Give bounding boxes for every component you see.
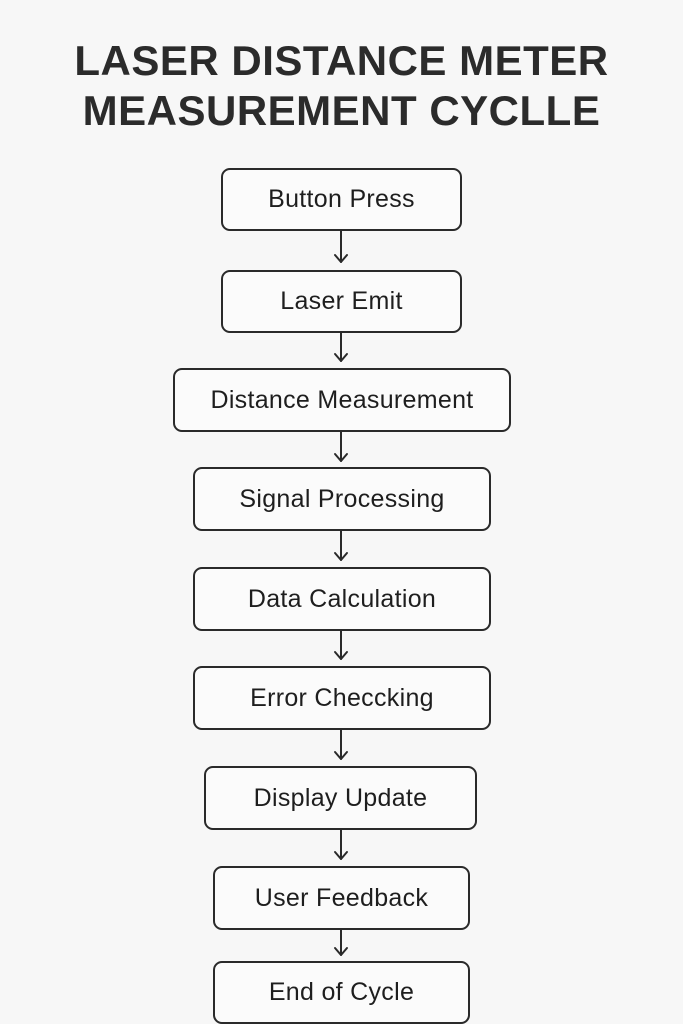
step-label: Button Press xyxy=(268,185,415,213)
step-label: Distance Measurement xyxy=(210,385,474,414)
diagram-title: LASER DISTANCE METER MEASUREMENT CYCLLE xyxy=(0,36,683,136)
step-label: End of Cycle xyxy=(268,978,415,1006)
arrow-4 xyxy=(334,530,348,561)
arrow-8 xyxy=(334,929,348,956)
step-label: Display Update xyxy=(253,783,428,812)
step-label: Data Calculation xyxy=(247,584,437,613)
step-distance-measurement: Distance Measurement xyxy=(173,368,511,432)
title-line-2: MEASUREMENT CYCLLE xyxy=(82,87,601,134)
step-button-press: Button Press xyxy=(221,168,462,231)
step-display-update: Display Update xyxy=(204,766,477,830)
arrow-7 xyxy=(334,829,348,860)
arrow-3 xyxy=(334,431,348,462)
step-label: Laser Emit xyxy=(280,287,403,315)
step-signal-processing: Signal Processing xyxy=(193,467,491,531)
step-label: User Feedback xyxy=(254,883,429,912)
step-label: Signal Processing xyxy=(239,484,445,513)
arrow-5 xyxy=(334,630,348,660)
title-line-1: LASER DISTANCE METER xyxy=(74,37,609,84)
step-laser-emit: Laser Emit xyxy=(221,270,462,333)
arrow-2 xyxy=(334,332,348,362)
step-user-feedback: User Feedback xyxy=(213,866,470,930)
step-end-of-cycle: End of Cycle xyxy=(213,961,470,1024)
step-data-calculation: Data Calculation xyxy=(193,567,491,631)
step-label: Error Checcking xyxy=(250,683,434,712)
arrow-1 xyxy=(334,230,348,263)
arrow-6 xyxy=(334,729,348,760)
step-error-checking: Error Checcking xyxy=(193,666,491,730)
